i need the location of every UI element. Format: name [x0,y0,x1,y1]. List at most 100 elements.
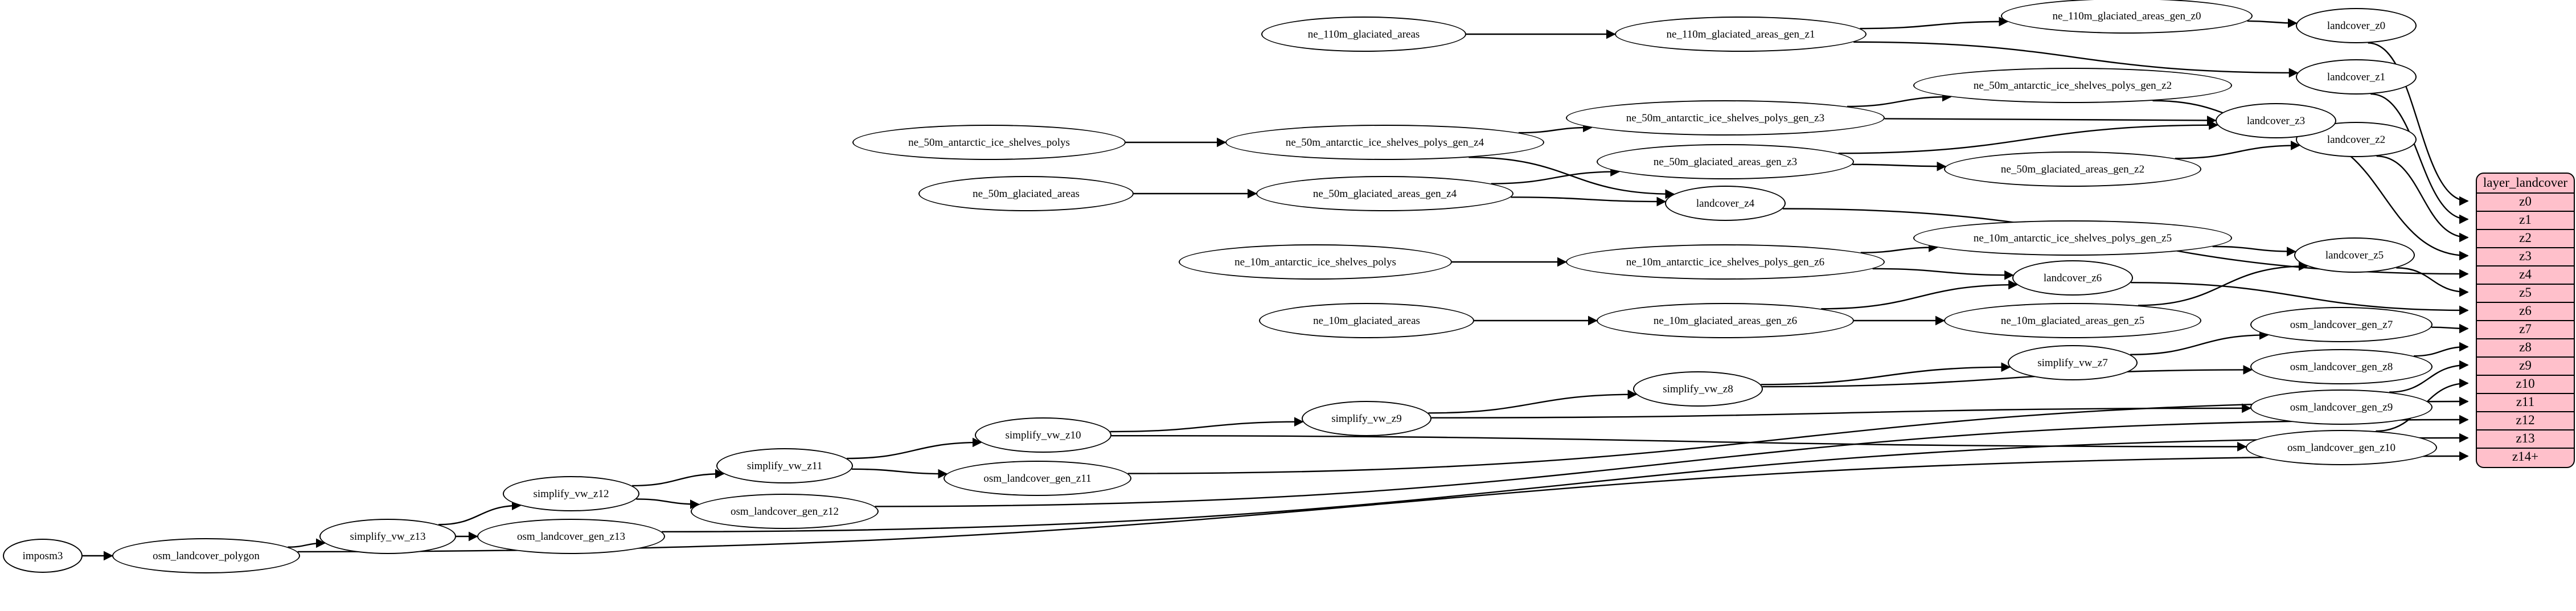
graph-node-label: landcover_z4 [1696,197,1755,210]
graph-node-label: simplify_vw_z10 [1005,429,1081,441]
edge-simplify_vw_z9-to-osm_landcover_gen_z9 [1431,403,2251,419]
edge-osm_landcover_gen_z9-to-table_z9 [2389,360,2469,393]
edge-osm_landcover_polygon-to-simplify_vw_z13 [288,538,326,548]
graph-node-ne_50m_antarctic_ice_shelves_polys[interactable]: ne_50m_antarctic_ice_shelves_polys [852,125,1126,160]
graph-node-label: simplify_vw_z11 [746,460,823,472]
table-row-z14+[interactable]: z14+ [2512,449,2539,464]
graph-node-label: landcover_z6 [2043,272,2102,284]
graph-node-osm_landcover_gen_z8[interactable]: osm_landcover_gen_z8 [2250,349,2433,384]
table-row-z0[interactable]: z0 [2477,194,2574,212]
graph-node-label: ne_50m_glaciated_areas_gen_z4 [1312,187,1457,200]
graph-node-label: ne_110m_glaciated_areas [1307,28,1420,40]
graph-node-ne_10m_antarctic_ice_shelves_polys_gen_z5[interactable]: ne_10m_antarctic_ice_shelves_polys_gen_z… [1913,220,2232,256]
graph-node-simplify_vw_z11[interactable]: simplify_vw_z11 [716,448,853,483]
table-row-z7[interactable]: z7 [2477,321,2574,339]
edge-osm_landcover_gen_z11-to-table_z11 [1127,396,2469,474]
graph-node-label: imposm3 [22,550,63,562]
graph-node-simplify_vw_z12[interactable]: simplify_vw_z12 [503,476,639,511]
table-row-z9[interactable]: z9 [2477,358,2574,376]
edge-simplify_vw_z13-to-simplify_vw_z12 [438,501,522,526]
graph-node-label: osm_landcover_gen_z7 [2290,318,2393,331]
graph-node-ne_10m_antarctic_ice_shelves_polys_gen_z6[interactable]: ne_10m_antarctic_ice_shelves_polys_gen_z… [1566,244,1885,280]
graph-node-label: osm_landcover_gen_z13 [517,530,625,543]
graph-node-ne_50m_glaciated_areas_gen_z4[interactable]: ne_50m_glaciated_areas_gen_z4 [1256,176,1513,211]
edge-simplify_vw_z8-to-simplify_vw_z7 [1761,362,2011,386]
graph-node-landcover_z6[interactable]: landcover_z6 [2012,260,2133,296]
graph-node-osm_landcover_gen_z11[interactable]: osm_landcover_gen_z11 [944,461,1131,496]
graph-node-simplify_vw_z9[interactable]: simplify_vw_z9 [1302,401,1431,436]
graph-node-osm_landcover_gen_z7[interactable]: osm_landcover_gen_z7 [2250,307,2433,342]
graph-node-label: osm_landcover_gen_z9 [2290,401,2393,413]
graph-node-label: ne_10m_antarctic_ice_shelves_polys [1234,256,1396,268]
graph-node-ne_50m_antarctic_ice_shelves_polys_gen_z4[interactable]: ne_50m_antarctic_ice_shelves_polys_gen_z… [1225,125,1544,160]
graph-node-ne_10m_glaciated_areas[interactable]: ne_10m_glaciated_areas [1259,303,1474,338]
graph-node-label: landcover_z2 [2327,133,2386,146]
edge-ne_10m_antarctic_ice_shelves_polys_gen_z6-to-landcover_z6 [1872,268,2014,280]
graph-node-ne_50m_antarctic_ice_shelves_polys_gen_z3[interactable]: ne_50m_antarctic_ice_shelves_polys_gen_z… [1566,100,1885,136]
graph-node-label: ne_50m_glaciated_areas [973,187,1080,200]
graph-node-ne_10m_glaciated_areas_gen_z6[interactable]: ne_10m_glaciated_areas_gen_z6 [1597,303,1854,338]
edge-landcover_z2-to-table_z2 [2376,155,2469,243]
edge-simplify_vw_z7-to-osm_landcover_gen_z7 [2130,330,2269,355]
graph-node-ne_50m_glaciated_areas_gen_z2[interactable]: ne_50m_glaciated_areas_gen_z2 [1944,151,2201,187]
edge-landcover_z6-to-table_z6 [2131,282,2469,315]
graph-node-label: simplify_vw_z13 [350,530,426,543]
graph-node-ne_10m_antarctic_ice_shelves_polys[interactable]: ne_10m_antarctic_ice_shelves_polys [1179,244,1452,280]
graph-node-simplify_vw_z8[interactable]: simplify_vw_z8 [1633,371,1763,407]
graph-node-osm_landcover_polygon[interactable]: osm_landcover_polygon [112,538,300,573]
graph-node-osm_landcover_gen_z13[interactable]: osm_landcover_gen_z13 [477,519,665,554]
graph-node-ne_50m_antarctic_ice_shelves_polys_gen_z2[interactable]: ne_50m_antarctic_ice_shelves_polys_gen_z… [1913,68,2232,103]
graph-node-simplify_vw_z10[interactable]: simplify_vw_z10 [975,417,1111,453]
graph-node-osm_landcover_gen_z12[interactable]: osm_landcover_gen_z12 [691,494,879,529]
table-row-z6[interactable]: z6 [2477,303,2574,321]
table-row-z5[interactable]: z5 [2477,285,2574,303]
table-row-z2[interactable]: z2 [2477,230,2574,248]
edge-simplify_vw_z11-to-osm_landcover_gen_z11 [851,468,948,479]
graph-node-simplify_vw_z13[interactable]: simplify_vw_z13 [319,519,456,554]
table-row-z3[interactable]: z3 [2477,248,2574,266]
graph-node-ne_110m_glaciated_areas[interactable]: ne_110m_glaciated_areas [1261,17,1466,52]
graph-node-landcover_z5[interactable]: landcover_z5 [2294,237,2415,273]
table-row-z4[interactable]: z4 [2477,266,2574,285]
table-row-z13[interactable]: z13 [2477,430,2574,449]
edge-osm_landcover_gen_z12-to-table_z12 [875,415,2469,507]
table-row-z1[interactable]: z1 [2477,212,2574,230]
edge-ne_50m_antarctic_ice_shelves_polys_gen_z3-to-landcover_z3 [1884,116,2217,125]
graph-node-ne_50m_glaciated_areas_gen_z3[interactable]: ne_50m_glaciated_areas_gen_z3 [1597,144,1854,179]
graph-node-label: ne_50m_glaciated_areas_gen_z3 [1653,155,1798,168]
table-row-z10[interactable]: z10 [2477,376,2574,394]
edge-ne_10m_glaciated_areas_gen_z6-to-landcover_z6 [1821,280,2018,310]
edge-simplify_vw_z10-to-simplify_vw_z9 [1110,417,1304,433]
graph-node-osm_landcover_gen_z10[interactable]: osm_landcover_gen_z10 [2246,430,2437,465]
edge-ne_50m_glaciated_areas_gen_z3-to-ne_50m_glaciated_areas_gen_z2 [1852,161,1947,171]
graph-node-landcover_z3[interactable]: landcover_z3 [2216,103,2336,138]
graph-node-label: landcover_z1 [2327,71,2386,83]
graph-node-label: ne_50m_antarctic_ice_shelves_polys [908,136,1070,149]
graph-node-label: osm_landcover_polygon [153,550,260,562]
edge-ne_110m_glaciated_areas_gen_z1-to-landcover_z1 [1853,41,2299,78]
graph-node-ne_50m_glaciated_areas[interactable]: ne_50m_glaciated_areas [918,176,1134,211]
graph-node-label: simplify_vw_z8 [1663,383,1733,395]
graph-node-imposm3[interactable]: imposm3 [3,539,83,573]
graph-node-label: ne_50m_antarctic_ice_shelves_polys_gen_z… [1973,79,2172,92]
graph-node-label: ne_10m_glaciated_areas_gen_z5 [2000,314,2145,327]
graph-node-ne_10m_glaciated_areas_gen_z5[interactable]: ne_10m_glaciated_areas_gen_z5 [1944,303,2201,338]
graph-node-label: ne_110m_glaciated_areas_gen_z0 [2052,10,2201,22]
graph-node-simplify_vw_z7[interactable]: simplify_vw_z7 [2008,345,2138,380]
graph-node-osm_landcover_gen_z9[interactable]: osm_landcover_gen_z9 [2250,389,2433,425]
table-row-z12[interactable]: z12 [2477,412,2574,430]
graph-node-label: simplify_vw_z7 [2037,356,2108,369]
edge-landcover_z5-to-table_z5 [2396,267,2469,297]
table-row-z11[interactable]: z11 [2477,394,2574,412]
graph-node-landcover_z4[interactable]: landcover_z4 [1665,186,1786,221]
edge-landcover_z1-to-table_z1 [2370,93,2469,224]
graph-node-label: ne_10m_antarctic_ice_shelves_polys_gen_z… [1973,232,2172,244]
graph-node-ne_110m_glaciated_areas_gen_z1[interactable]: ne_110m_glaciated_areas_gen_z1 [1615,17,1867,52]
table-row-z8[interactable]: z8 [2477,339,2574,358]
graph-node-landcover_z0[interactable]: landcover_z0 [2296,8,2417,43]
edge-simplify_vw_z12-to-osm_landcover_gen_z12 [636,498,700,509]
graph-node-landcover_z1[interactable]: landcover_z1 [2296,59,2417,95]
edge-ne_50m_glaciated_areas_gen_z4-to-ne_50m_glaciated_areas_gen_z3 [1491,167,1621,184]
